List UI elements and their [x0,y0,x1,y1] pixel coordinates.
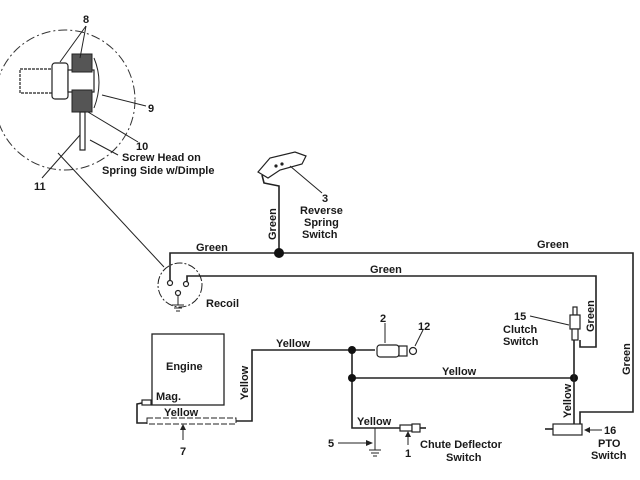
junction-yellow-2 [348,374,356,382]
reverse-switch-line1: Reverse [300,205,343,217]
clutch-switch: 15 Clutch Switch [503,306,581,348]
reverse-spring-switch: 3 Reverse Spring Switch Green [257,151,343,253]
pto-switch-line1: PTO [598,438,621,450]
callout-11: 11 [34,181,46,193]
clutch-switch-line1: Clutch [503,324,538,336]
recoil-connector: Recoil [157,262,239,312]
junction-yellow-1 [348,346,356,354]
detail-note-line1: Screw Head on [122,152,201,164]
wire-label-yellow-top: Yellow [276,338,311,350]
detail-leader-to-recoil [57,152,165,268]
callout-9: 9 [148,103,154,115]
leader-note [89,139,119,156]
chute-switch-line1: Chute Deflector [420,439,503,451]
clutch-switch-number: 15 [514,311,526,323]
detail-note-line2: Spring Side w/Dimple [102,165,214,177]
engine-label: Engine [166,361,203,373]
chute-switch-number: 1 [405,448,411,460]
wire-label-green-right-vertical: Green [621,343,633,375]
leader-8 [59,25,87,63]
solenoid-terminal-number: 12 [418,321,430,333]
leader-3 [289,165,323,194]
solenoid-number: 2 [380,313,386,325]
leader-9 [101,94,147,107]
harness-number: 7 [180,446,186,458]
pto-switch-number: 16 [604,425,616,437]
reverse-switch-line3: Switch [302,229,338,241]
pto-switch: 16 PTO Switch [545,423,627,462]
wire-label-green-inner: Green [370,264,402,276]
green-wire-inner [186,275,597,348]
solenoid: 2 12 [376,313,430,358]
bolt-shank [67,69,95,93]
ground-number: 5 [328,438,334,450]
nut [51,62,69,100]
wire-label-yellow-pto: Yellow [562,383,574,418]
wire-label-green-right-top: Green [537,239,569,251]
wire-label-yellow-chute: Yellow [357,416,392,428]
chute-deflector-switch: 5 1 Chute Deflector Switch [328,423,503,464]
engine: Engine Mag. Yellow 7 [136,333,237,458]
wire-label-green-reverse: Green [267,208,279,240]
clutch-switch-line2: Switch [503,336,539,348]
ground-icon [172,304,184,312]
junction-green [274,248,284,258]
recoil-label: Recoil [206,298,239,310]
mag-label: Mag. [156,391,181,403]
green-wire-outer [169,252,634,425]
wire-label-green-top: Green [196,242,228,254]
leader-10 [87,111,139,143]
bolt-thread [19,68,55,94]
callout-8: 8 [83,14,89,26]
washer-top [71,53,93,73]
spring-stem [79,111,86,151]
pto-switch-line2: Switch [591,450,627,462]
screw-head [93,57,100,109]
detail-view: 8 9 10 11 Screw Head on Spring Side w/Di… [0,14,214,268]
wire-label-yellow-middle: Yellow [442,366,477,378]
wire-label-green-clutch: Green [585,300,597,332]
yellow-wire-main [236,349,375,422]
detail-circle [0,29,136,171]
reverse-switch-line2: Spring [304,217,339,229]
engine-box [151,333,225,406]
callout-10: 10 [136,141,148,153]
chute-switch-line2: Switch [446,452,482,464]
washer-bottom [71,89,93,113]
wire-label-yellow-vertical: Yellow [239,365,251,400]
reverse-switch-number: 3 [322,193,328,205]
wire-label-yellow-mag: Yellow [164,407,199,419]
chute-ground-icon [369,449,381,457]
